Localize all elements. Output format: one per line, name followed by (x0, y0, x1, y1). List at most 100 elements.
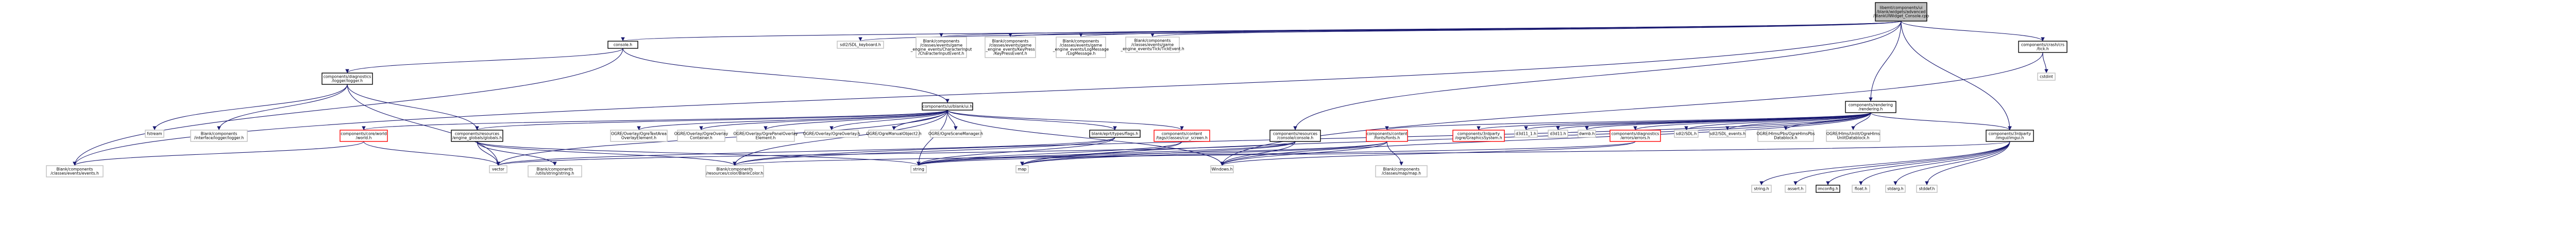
node-content-cursor[interactable]: components/content/tags/classes/cur_scre… (1154, 130, 1210, 142)
edge-thirdparty_imgui-to-assert_h (1793, 141, 2010, 186)
node-box (1757, 130, 1814, 142)
node-blankflags[interactable]: blank/eprt/types/flags.h (1089, 130, 1141, 138)
node-label: cstdint (2040, 74, 2053, 79)
node-float-h: float.h (1852, 185, 1870, 193)
node-rendering-h[interactable]: components/rendering/rendering.h (1845, 101, 1896, 113)
edge-crashes_tick-to-windows_h (1220, 52, 2043, 166)
node-label: components/crash/crs (2021, 42, 2064, 47)
node-d3d11-1: d3d11_1.h (1514, 130, 1538, 138)
edge-ui_blank-to-string (917, 110, 948, 166)
node-box (1609, 130, 1661, 142)
edge-res_globals-to-utils_string (477, 141, 557, 166)
edge-rendering_h-to-content_fonts (1385, 112, 1871, 131)
edge-root-to-res_console (1293, 21, 1902, 131)
node-box (1514, 130, 1538, 138)
node-box (804, 130, 859, 138)
node-box (930, 130, 981, 138)
node-label: /KeyPressEvent.h (993, 51, 1027, 56)
edge-ui_blank-to-ogre_panel (764, 110, 948, 131)
edge-thirdparty_imgui-to-float_h (1859, 141, 2010, 186)
edge-content_fonts-to-windows_h (1220, 141, 1387, 166)
node-box (607, 41, 638, 49)
edge-root-to-log_message (1079, 21, 1902, 38)
edge-console_h-to-classes_events (73, 48, 623, 166)
node-box (1816, 185, 1840, 193)
node-iface-logger: Blank/components/interface/logger/logger… (190, 130, 248, 142)
node-box (1916, 185, 1938, 193)
node-box (1015, 165, 1029, 173)
node-d3d11: d3d11.h (1548, 130, 1568, 138)
node-box (868, 130, 920, 138)
node-label: /blank/widgets/advanced (1876, 9, 1925, 14)
node-label: /console/console.h (1277, 135, 1314, 140)
node-label: d3d11.h (1550, 131, 1566, 136)
node-label: OGRE/OgreManualObject2.h (866, 131, 921, 136)
node-res-globals[interactable]: components/resources/engine_globals/glob… (451, 130, 503, 142)
node-label: Container.h (690, 135, 713, 140)
node-label: blank/eprt/types/flags.h (1092, 131, 1139, 136)
node-box (1709, 130, 1746, 138)
edge-root-to-key_pressed (1009, 21, 1902, 38)
node-ogre-scenemgr: OGRE/OgreSceneManager.h (928, 130, 983, 138)
node-string-h: string.h (1751, 185, 1772, 193)
node-box (528, 165, 582, 177)
edge-layer (73, 21, 2048, 186)
node-thirdparty-imgui[interactable]: components/3rdparty/imgui/imgui.h (1986, 130, 2034, 142)
node-res-console[interactable]: components/resources/console/console.h (1269, 130, 1321, 142)
edge-root-to-crashes_tick (1901, 21, 2045, 42)
node-thirdparty-gfx[interactable]: components/3rdparty/ogre/GraphicsSystem.… (1452, 130, 1505, 142)
node-crashes-tick[interactable]: components/crash/crs/tick.h (2018, 41, 2067, 53)
node-label: /classes/events/game (1131, 42, 1174, 47)
node-box (489, 165, 507, 173)
node-diag-errors[interactable]: components/diagnostics/errors/errors.h (1609, 130, 1661, 142)
node-root[interactable]: libemt/components/ui/blank/widgets/advan… (1873, 2, 1929, 22)
node-label: Blank/components (992, 39, 1029, 43)
edge-rendering_h-to-map (1020, 112, 1871, 166)
node-ogre-overlay: OGRE/Overlay/OgreOverlay.h (803, 130, 860, 138)
node-box (1578, 130, 1596, 138)
node-box (677, 130, 725, 142)
node-label: vector (492, 167, 505, 171)
node-stddef-h: stddef.h (1916, 185, 1938, 193)
node-label: _engine_events/KeyPress (985, 47, 1035, 51)
node-label: components/3rdparty (1989, 131, 2031, 136)
edge-content_cursor-to-string (917, 141, 1182, 166)
edge-ui_blank-to-blank_color (733, 110, 948, 166)
node-label: /tags/classes/cur_screen.h (1156, 135, 1208, 140)
node-vector: vector (489, 165, 507, 173)
edge-root-to-rendering_h (1869, 21, 1902, 102)
node-label: OGRE/Hlms/Pbs/OgreHlmsPbs (1756, 131, 1815, 136)
node-box (1826, 130, 1880, 142)
node-box (985, 37, 1036, 58)
edge-root-to-thirdparty_imgui (1901, 21, 2012, 131)
edge-thirdparty_imgui-to-stdarg_h (1893, 141, 2010, 186)
node-box (46, 165, 104, 177)
node-label: sdl2/SDL_keyboard.h (840, 42, 881, 47)
node-box (1548, 130, 1568, 138)
edge-rendering_h-to-sdl2_sdl (1684, 112, 1871, 131)
edge-ui_blank-to-ogre_scenemgr (947, 110, 958, 131)
node-label: /ogre/GraphicsSystem.h (1455, 135, 1502, 140)
node-map-h: Blank/components/classes/map/map.h (1375, 165, 1428, 177)
node-label: /CharacterInputEvent.h (919, 51, 964, 56)
node-console-h[interactable]: console.h (607, 41, 638, 49)
edge-content_fonts-to-string (917, 141, 1387, 166)
node-label: components/resources (1273, 131, 1317, 136)
node-label: dwmb.h (1579, 131, 1595, 136)
edge-diag_logger-to-res_globals (347, 84, 479, 131)
edge-rendering_h-to-thirdparty_imgui (1870, 112, 2012, 131)
node-diag-logger[interactable]: components/diagnostics/logger/logger.h (321, 73, 373, 85)
node-key-pressed: Blank/components/classes/events/game_eng… (985, 37, 1036, 58)
node-label: sdl2/SDL_events.h (1709, 131, 1745, 136)
node-box (2018, 41, 2067, 53)
node-label: Blank/components (201, 131, 238, 136)
node-label: fstream (147, 131, 162, 136)
node-ui-blank[interactable]: components/ui/blank/ui.h (922, 102, 973, 111)
node-core-world[interactable]: components/core/world/world.h (340, 130, 388, 142)
edge-rendering_h-to-diag_errors (1633, 112, 1871, 131)
node-imconfig-h[interactable]: imconfig.h (1816, 185, 1840, 193)
node-label: Windows.h (1211, 167, 1232, 171)
node-box (705, 165, 764, 177)
node-content-fonts[interactable]: components/content/fonts/fonts.h (1366, 130, 1408, 142)
